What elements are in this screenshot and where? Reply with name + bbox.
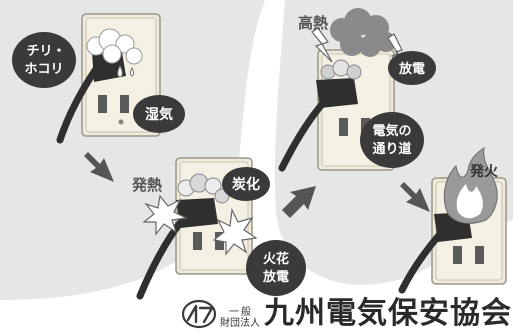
- bubble-sparks: 火花 放電: [246, 240, 306, 296]
- spark-burst-right: [212, 207, 258, 256]
- arrow-right-up-icon: [282, 186, 316, 218]
- arrow-right-down-icon: [84, 152, 114, 182]
- organization-name: 九州電気保安協会: [264, 296, 512, 331]
- label-carbonization: 炭化: [232, 176, 260, 193]
- carbon-cloud-3: [320, 59, 362, 80]
- bubble-discharge: 放電: [388, 51, 436, 85]
- label-high-heat: 高熱: [298, 14, 328, 32]
- dust-cloud-1: [86, 28, 143, 78]
- plug-3: [278, 78, 358, 172]
- spark-burst-left: [142, 194, 188, 236]
- fire-icon: [443, 146, 498, 224]
- label-sparks-line2: 放電: [262, 269, 289, 285]
- carbon-cloud-2: [177, 173, 230, 204]
- plug-2: [136, 198, 218, 300]
- bubble-moisture: 湿気: [133, 95, 185, 133]
- lightning-bolt-icon: [311, 27, 333, 63]
- bubble-current-path: 電気の 通り道: [360, 112, 424, 168]
- arrow-right-down-icon: [400, 182, 430, 212]
- label-dust-line2: ホコリ: [24, 62, 63, 77]
- bubble-dust: チリ・ ホコリ: [12, 32, 76, 88]
- label-discharge: 放電: [398, 61, 425, 77]
- label-dust-line1: チリ・: [26, 44, 65, 59]
- smoke-cloud-icon: [330, 8, 396, 57]
- label-current-path-line2: 通り道: [372, 141, 411, 157]
- label-moisture: 湿気: [145, 106, 173, 123]
- label-ignition: 発火: [469, 163, 499, 180]
- label-heat-generation: 発熱: [131, 176, 162, 194]
- label-sparks-line1: 火花: [263, 251, 289, 267]
- organization-block: 一 般 財団法人 九州電気保安協会: [220, 292, 512, 332]
- prefix-bottom: 財団法人: [220, 318, 260, 329]
- organization-logo-icon: [181, 299, 217, 329]
- bubble-carbonization: 炭化: [222, 167, 270, 201]
- prefix-top-right: 般: [241, 307, 251, 318]
- prefix-top: 一: [229, 307, 239, 318]
- organization-prefix: 一 般 財団法人: [220, 307, 260, 329]
- label-current-path-line1: 電気の: [372, 123, 411, 139]
